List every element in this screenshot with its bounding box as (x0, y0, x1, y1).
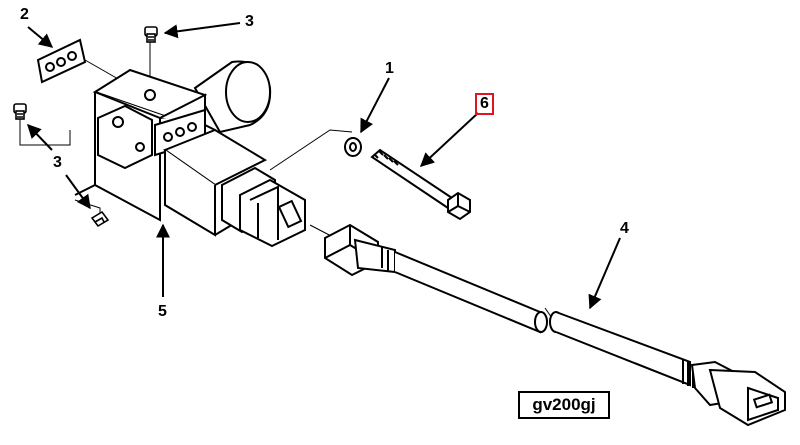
callout-5: 5 (158, 303, 167, 320)
bolt (370, 148, 471, 221)
leader-lines (27, 22, 621, 310)
callout-3-top: 3 (245, 13, 254, 30)
washer (344, 137, 362, 157)
figure-id-label: gv200gj (518, 391, 610, 419)
callout-4: 4 (620, 220, 629, 237)
callout-3-left: 3 (53, 154, 62, 171)
screw-left (13, 103, 27, 120)
wire-harness (324, 223, 786, 427)
screw-bottom (90, 210, 110, 228)
callout-2: 2 (20, 6, 29, 23)
valve-outline-extra (74, 124, 216, 196)
callout-6-highlighted: 6 (475, 93, 494, 115)
gasket (36, 38, 87, 84)
valve-assembly (92, 60, 306, 248)
callout-1: 1 (385, 60, 394, 77)
screw-top (144, 26, 158, 43)
